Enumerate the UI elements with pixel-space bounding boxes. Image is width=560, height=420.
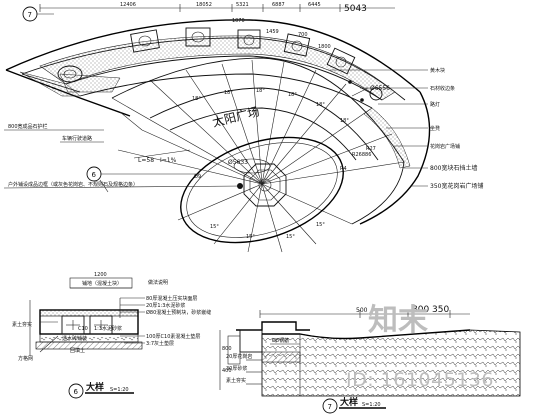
label-outdoor-edge: 户外铺设成品边框（或灰色花岗岩、不规则石及规格边条） xyxy=(8,181,138,188)
center-label: Ø9 xyxy=(194,173,201,180)
callout-marker-6: 6 xyxy=(86,166,200,193)
label-granite-strip: 350宽花岗岩广场铺 xyxy=(430,182,483,190)
watermark-logo-text: 知末 xyxy=(368,303,428,338)
sec7-height-2: 400 xyxy=(222,368,232,374)
angle-mark: 15° xyxy=(316,222,325,228)
layer-5: 3:7灰土垫层 xyxy=(146,340,174,347)
detail-title-6: 6 大样 S=1:20 xyxy=(68,381,134,399)
angle-mark: 18° xyxy=(316,102,325,108)
sec7-height-1: 800 xyxy=(222,346,232,352)
angle-mark: 18° xyxy=(340,118,349,124)
section6-top-label: 铺地（混凝土块） xyxy=(82,280,122,287)
fan-dim-1: 1070 xyxy=(232,18,245,24)
top-dim-1: 12406 xyxy=(120,2,136,8)
radius-label-1: R4 xyxy=(340,166,347,172)
svg-text:7: 7 xyxy=(328,403,332,411)
fan-dim-4: 1800 xyxy=(318,44,331,50)
right-leaders xyxy=(330,69,428,187)
section6-leaders xyxy=(39,297,145,353)
label-bench: 坐凳 xyxy=(430,125,440,132)
title7-text: 大样 xyxy=(340,396,358,408)
fan-dim-2: 1459 xyxy=(266,29,279,35)
slope-length: L=58 xyxy=(138,157,154,164)
svg-text:6: 6 xyxy=(92,171,97,179)
svg-text:7: 7 xyxy=(28,11,32,19)
sec7-dim-2: 350 xyxy=(432,305,449,315)
sec7-dim-3: 500 xyxy=(356,307,368,314)
diameter-label-2: Ø6556 xyxy=(370,85,390,92)
sec7-layer-4: 素土夯实 xyxy=(226,377,246,384)
top-dim-right: 5043 xyxy=(344,4,367,14)
angle-mark: 15° xyxy=(210,224,219,230)
left-label-column: 800宽成品石护栏 车辆行驶道路 户外铺设成品边框（或灰色花岗岩、不规则石及规格… xyxy=(8,123,138,188)
label-granite-paving: 花岗岩广场铺 xyxy=(430,143,460,150)
watermark-id: ID: 161045136 xyxy=(346,369,494,391)
label-edge-strip: 石材收边条 xyxy=(430,85,455,92)
angle-mark: 18° xyxy=(224,90,233,96)
layer-3: Ø80混凝土预制块，砂浆嵌缝 xyxy=(146,309,211,316)
top-dim-3: 5321 xyxy=(236,2,249,8)
sec7-layer-3: 30厚砂浆 xyxy=(226,365,247,372)
label-rail: 800宽成品石护栏 xyxy=(8,123,48,130)
title6-scale: S=1:20 xyxy=(110,387,129,393)
radial-grid xyxy=(111,59,405,253)
label-lamp: 路灯 xyxy=(430,101,440,108)
angle-mark: 15° xyxy=(246,234,255,240)
radius-label-3: R27 xyxy=(366,146,376,152)
angle-mark: 18° xyxy=(256,88,265,94)
sec7-layer-1: Ø8钢筋 xyxy=(272,337,289,344)
top-dim-4: 6887 xyxy=(272,2,285,8)
fan-dim-3: 700 xyxy=(298,32,308,38)
sec7-layer-2: 20厚花岗岩 xyxy=(226,353,252,360)
radius-label-2: R26886 xyxy=(352,152,371,158)
side-note-2: 方格网 xyxy=(18,355,33,362)
label-plank: 黄木块 xyxy=(430,67,445,74)
diameter-label-1: Ø5633 xyxy=(228,159,248,166)
section6-width-dim: 1200 xyxy=(94,272,107,278)
svg-text:6: 6 xyxy=(74,388,79,396)
slope-gradient: I=1% xyxy=(160,157,177,164)
sec7-dim-1: 800 xyxy=(412,305,429,315)
angle-mark: 18° xyxy=(288,92,297,98)
tree-pits xyxy=(57,27,383,101)
callout-marker-7: 7 xyxy=(22,6,54,22)
base-label-2: 1:3水泥砂浆 xyxy=(94,325,122,332)
label-road: 车辆行驶道路 xyxy=(62,135,92,142)
top-dim-5: 6445 xyxy=(308,2,321,8)
layer-1: 80厚混凝土压实块面层 xyxy=(146,295,197,302)
section7-leaders xyxy=(246,343,300,385)
section-detail-7: 800 350 500 800 400 Ø8钢筋 20厚花岗岩 30厚砂浆 素土… xyxy=(219,305,521,397)
section-detail-6: 做法说明 铺地（混凝土块） 1200 80厚混凝土压实块面层 20厚1:3水 xyxy=(12,272,211,362)
layer-4: 100厚C10素混凝土垫层 xyxy=(146,333,200,340)
top-dim-2: 18052 xyxy=(196,2,212,8)
watermark: 知末 ID: 161045136 xyxy=(346,303,494,391)
base-label-1: C10 xyxy=(78,326,88,332)
plaza-label: 太阳广场 xyxy=(211,103,261,129)
section6-heading: 做法说明 xyxy=(148,279,168,286)
base-label-3: 回填土 xyxy=(70,347,85,354)
title7-scale: S=1:20 xyxy=(362,402,381,408)
title6-text: 大样 xyxy=(86,381,104,393)
top-dimension-line: 12406 18052 5321 6887 6445 5043 xyxy=(39,2,395,14)
side-note-3: 素土夯实 xyxy=(12,321,32,328)
detail-title-7: 7 大样 S=1:20 xyxy=(322,396,386,414)
central-ellipse xyxy=(180,136,344,244)
angle-mark: 15° xyxy=(286,234,295,240)
angle-mark: 18° xyxy=(192,96,201,102)
label-retaining-wall: 800宽块石挡土墙 xyxy=(430,164,477,172)
side-note-1: 透水砖铺装 xyxy=(62,335,87,342)
layer-2: 20厚1:3水泥砂浆 xyxy=(146,302,185,309)
right-label-column: 黄木块 石材收边条 路灯 坐凳 花岗岩广场铺 800宽块石挡土墙 350宽花岗岩… xyxy=(430,67,483,190)
